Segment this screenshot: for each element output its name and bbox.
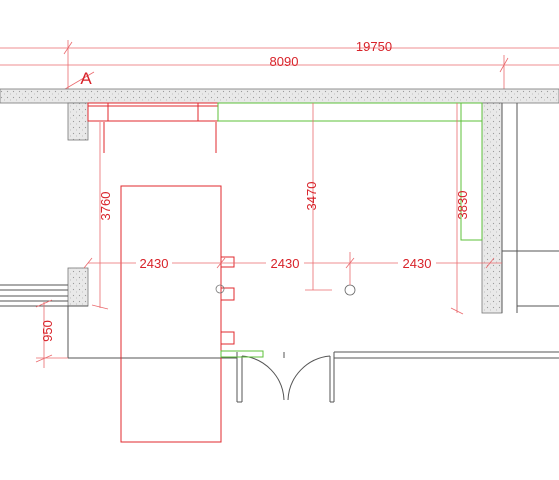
axis-marker-label: A: [80, 69, 92, 88]
dimension-window-offset: 950: [35, 299, 68, 368]
dimension-left-height: 3760: [91, 122, 113, 310]
dimension-span-mid-label: 2430: [271, 256, 300, 271]
axis-marker: A: [59, 69, 95, 93]
dimension-right-height-label: 3830: [455, 191, 470, 220]
dimension-span-right-label: 2430: [403, 256, 432, 271]
dimension-total-width-label: 19750: [356, 39, 392, 54]
dimension-right-height: 3830: [450, 103, 470, 315]
walls: [0, 88, 559, 403]
dimension-center-height: 3470: [304, 103, 332, 291]
dimension-left-height-label: 3760: [98, 192, 113, 221]
red-outlet-boxes: [220, 256, 235, 345]
dimension-total-width: 19750: [0, 39, 559, 90]
red-center-table: [120, 185, 222, 443]
ceiling-fixtures: [215, 284, 356, 296]
dimension-window-offset-label: 950: [40, 320, 55, 342]
dimension-room-width-label: 8090: [270, 54, 299, 69]
green-right-shelf: [460, 102, 483, 241]
dimension-room-width: 8090: [0, 54, 559, 90]
red-top-cabinet: [87, 102, 219, 153]
dimension-span-left-label: 2430: [140, 256, 169, 271]
green-top-shelf: [217, 102, 483, 122]
dimension-center-height-label: 3470: [304, 182, 319, 211]
dimension-horizontal-chain: 2430 2430 2430: [83, 252, 502, 285]
green-bottom-strip: [220, 350, 264, 358]
